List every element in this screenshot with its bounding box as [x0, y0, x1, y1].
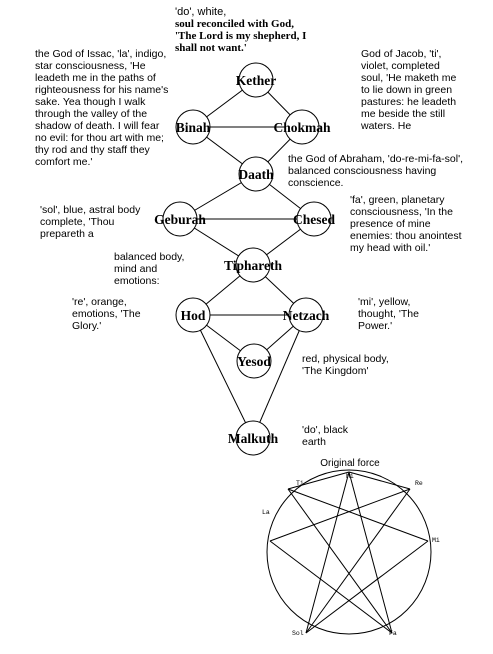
heptagram-line	[287, 488, 429, 542]
hod-annotation: 're', orange, emotions, 'The Glory.'	[72, 296, 141, 332]
note-top: Mi	[346, 473, 354, 480]
heptagram-line	[305, 540, 429, 634]
sephirot-circles	[162, 62, 332, 456]
kether-annotation-line: 'do', white,	[175, 6, 227, 18]
note-right: Mi	[432, 537, 440, 544]
note-upper-right: Re	[415, 480, 423, 487]
heptagram-line	[269, 488, 411, 542]
malkuth-circle	[235, 420, 271, 456]
tiphareth-label: Tiphareth	[224, 258, 283, 273]
geburah-label: Geburah	[154, 212, 206, 227]
heptagram-line	[287, 471, 350, 490]
yesod-label: Yesod	[237, 354, 271, 369]
heptagram-line	[269, 540, 393, 634]
note-upper-left: Ti	[296, 480, 304, 487]
binah-label: Binah	[176, 120, 211, 135]
enneagram-circle	[266, 469, 432, 635]
path-hod-malkuth	[192, 314, 254, 439]
kether-annotation-line: shall not want.'	[175, 42, 247, 54]
netzach-label: Netzach	[283, 308, 330, 323]
heptagram-line	[305, 488, 411, 634]
note-lower-right: Fa	[389, 630, 397, 637]
hod-label: Hod	[181, 308, 206, 323]
tiphareth-annotation: balanced body, mind and emotions:	[114, 251, 185, 287]
malkuth-annotation: 'do', black earth	[302, 424, 349, 448]
chokmah-label: Chokmah	[273, 120, 331, 135]
chesed-label: Chesed	[293, 212, 335, 227]
path-netzach-malkuth	[252, 314, 307, 439]
geburah-circle	[162, 201, 198, 237]
malkuth-label: Malkuth	[228, 431, 279, 446]
kether-annotation-line: 'The Lord is my shepherd, I	[175, 30, 307, 42]
daath-annotation: the God of Abraham, 'do-re-mi-fa-sol', b…	[288, 153, 463, 189]
tiphareth-circle	[235, 247, 271, 283]
chesed-circle	[296, 201, 332, 237]
kether-label: Kether	[236, 73, 276, 88]
chokmah-circle	[284, 109, 320, 145]
note-labels: Mi Re Mi Fa Sol La Ti	[262, 473, 440, 637]
chokmah-annotation: God of Jacob, 'ti', violet, completed so…	[361, 48, 457, 132]
daath-label: Daath	[238, 167, 274, 182]
note-lower-left: Sol	[292, 630, 304, 637]
heptagram-line	[348, 471, 411, 490]
sephirot-labels: Kether Binah Chokmah Daath Geburah Chese…	[154, 73, 335, 446]
hod-circle	[175, 297, 211, 333]
netzach-annotation: 'mi', yellow, thought, 'The Power.'	[358, 296, 419, 332]
kether-circle	[238, 62, 274, 98]
original-force-diagram: Original force Mi Re Mi Fa Sol	[262, 458, 440, 637]
binah-circle	[175, 109, 211, 145]
heptagram-line	[305, 471, 350, 634]
original-force-title: Original force	[320, 458, 380, 469]
yesod-annotation: red, physical body, 'The Kingdom'	[302, 353, 389, 377]
geburah-annotation: 'sol', blue, astral body complete, 'Thou…	[40, 204, 141, 240]
chesed-annotation: 'fa', green, planetary consciousness, 'I…	[350, 194, 462, 254]
netzach-circle	[288, 297, 324, 333]
yesod-circle	[236, 343, 272, 379]
kether-annotation: 'do', white, soul reconciled with God, '…	[175, 6, 370, 54]
daath-circle	[238, 156, 274, 192]
heptagram-lines	[269, 471, 429, 634]
note-left: La	[262, 509, 270, 516]
binah-annotation: the God of Issac, 'la', indigo, star con…	[35, 48, 169, 168]
heptagram-line	[348, 471, 393, 634]
kether-annotation-line: soul reconciled with God,	[175, 18, 294, 30]
heptagram-line	[287, 488, 393, 634]
